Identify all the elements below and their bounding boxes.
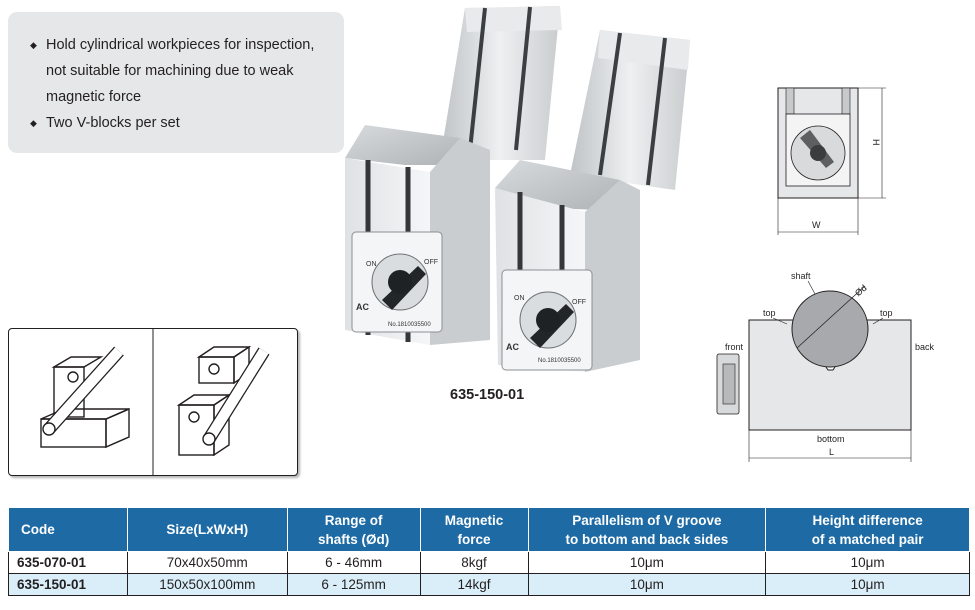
- feature-list: Hold cylindrical workpieces for inspecti…: [8, 12, 344, 136]
- cell-size: 150x50x100mm: [126, 573, 288, 596]
- brand-mark: AC: [506, 342, 519, 352]
- feature-item: Hold cylindrical workpieces for inspecti…: [30, 32, 344, 110]
- serial-plate: No.1810035500: [538, 358, 581, 364]
- serial-plate: No.1810035500: [388, 322, 431, 328]
- header-code: Code: [8, 507, 128, 552]
- v-block-front-right: ON OFF AC No.1810035500: [495, 160, 640, 372]
- feature-text-line: Two V-blocks per set: [46, 115, 180, 131]
- cell-range: 6 - 125mm: [286, 573, 421, 596]
- cell-parallelism: 10μm: [527, 551, 767, 574]
- front-label: front: [725, 342, 744, 352]
- brand-mark: AC: [356, 302, 369, 312]
- cell-parallelism: 10μm: [527, 573, 767, 596]
- v-block-front-left: ON OFF AC No.1810035500: [345, 125, 490, 345]
- cell-height-difference: 10μm: [765, 573, 970, 596]
- cell-range: 6 - 46mm: [286, 551, 421, 574]
- dimension-h-label: H: [871, 139, 881, 146]
- top-right-label: top: [880, 308, 893, 318]
- bottom-label: bottom: [817, 434, 845, 444]
- table-row: 635-070-01 70x40x50mm 6 - 46mm 8kgf 10μm…: [8, 551, 970, 574]
- feature-item: Two V-blocks per set: [30, 110, 344, 136]
- table-row: 635-150-01 150x50x100mm 6 - 125mm 14kgf …: [8, 573, 970, 596]
- product-photo: ON OFF AC No.1810035500 ON OFF AC No.181…: [345, 6, 690, 372]
- back-label: back: [915, 342, 935, 352]
- cell-height-difference: 10μm: [765, 551, 970, 574]
- feature-text-line: Hold cylindrical workpieces for inspecti…: [46, 37, 315, 53]
- v-block-back-left: [440, 6, 562, 160]
- switch-on-label: ON: [514, 295, 525, 302]
- switch-off-label: OFF: [572, 299, 586, 306]
- feature-text-line: magnetic force: [46, 89, 142, 105]
- diameter-label: Ød: [853, 283, 869, 298]
- v-block-back-right: [570, 30, 690, 190]
- switch-on-label: ON: [366, 261, 377, 268]
- cell-size: 70x40x50mm: [126, 551, 288, 574]
- feature-box: Hold cylindrical workpieces for inspecti…: [8, 12, 344, 153]
- cell-code: 635-070-01: [8, 551, 128, 574]
- shaft-label: shaft: [791, 271, 811, 281]
- dimension-drawing-end-view: H W: [777, 87, 886, 235]
- cell-force: 8kgf: [419, 551, 529, 574]
- header-size: Size(LxWxH): [126, 507, 288, 552]
- dimension-l-label: L: [829, 447, 834, 457]
- feature-text-line: not suitable for machining due to weak: [46, 63, 294, 79]
- top-left-label: top: [763, 308, 776, 318]
- dimension-drawing-side-view: shaft Ød top top front back bottom L: [716, 271, 935, 462]
- cell-code: 635-150-01: [8, 573, 128, 596]
- usage-illustration: [8, 328, 298, 476]
- usage-sketch: [40, 329, 270, 475]
- model-caption: 635-150-01: [450, 387, 525, 403]
- dimension-w-label: W: [812, 220, 821, 230]
- switch-off-label: OFF: [424, 259, 438, 266]
- cell-force: 14kgf: [419, 573, 529, 596]
